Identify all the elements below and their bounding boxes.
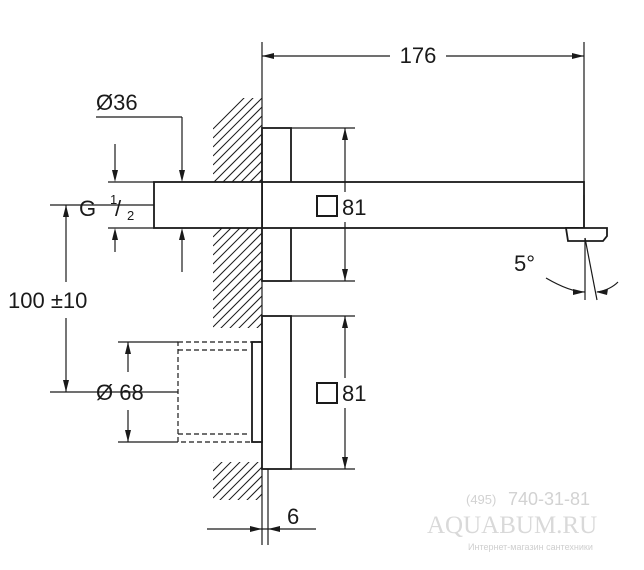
length-value: 176 [400, 43, 437, 68]
hatch-line [213, 457, 262, 500]
hatch-line [213, 259, 262, 310]
watermark-subtitle: Интернет-магазин сантехники [468, 542, 593, 552]
dimension-centre-distance: 100 ±10 [8, 204, 178, 393]
handle-lever [251, 341, 263, 443]
aerator [564, 227, 608, 242]
hatch-line [213, 530, 262, 570]
watermark-brand: AQUABUM.RU [427, 512, 597, 539]
watermark: (495) 740-31-81 AQUABUM.RU Интернет-мага… [427, 489, 597, 552]
hatch-line [213, 250, 262, 301]
hatch-line [213, 98, 262, 139]
watermark-phone-number: 740-31-81 [508, 489, 590, 509]
thread-denominator: 2 [127, 208, 134, 223]
hatch-line [213, 466, 262, 500]
hatch-line [213, 277, 262, 328]
inwall-pipe [153, 181, 263, 229]
pipe-diameter-label: Ø36 [96, 90, 138, 115]
spout-body [261, 181, 585, 229]
hatch-line [213, 98, 262, 130]
inwall-body-dashed [177, 341, 261, 443]
hatch-line [213, 268, 262, 319]
hatch-line [213, 223, 262, 274]
hatch-line [213, 286, 262, 337]
wall-hatching [213, 98, 262, 570]
hatch-line [213, 133, 262, 184]
dimension-overall-length: 176 [262, 42, 585, 182]
thickness-value: 6 [287, 504, 299, 529]
hatch-line [213, 439, 262, 490]
angle-value: 5° [514, 251, 535, 276]
handle-plate-value: 81 [342, 381, 366, 406]
dimension-thread: G 1 / 2 [79, 144, 154, 252]
hatch-line [213, 106, 262, 157]
hatch-line [213, 124, 262, 175]
handle-escutcheon-plate [261, 315, 292, 470]
hatch-line [213, 295, 262, 346]
hatch-line [213, 512, 262, 561]
hatch-line [213, 98, 262, 148]
hatch-line [213, 241, 262, 292]
hatch-line [213, 484, 262, 500]
hatch-line [213, 493, 262, 500]
body-diameter-label: Ø 68 [96, 380, 144, 405]
distance-value: 100 ±10 [8, 288, 87, 313]
spout-plate-value: 81 [342, 195, 366, 220]
hatch-line [213, 475, 262, 500]
hatch-line [213, 539, 262, 570]
hatch-line [213, 232, 262, 283]
dimension-body-diameter: Ø 68 [96, 341, 178, 443]
hatch-line [213, 115, 262, 166]
dimension-handle-plate: 81 [291, 315, 377, 470]
svg-text:/: / [115, 196, 122, 221]
dimension-spout-plate: 81 [291, 127, 377, 282]
dimension-angle: 5° [514, 237, 619, 301]
watermark-phone-code: (495) [466, 492, 496, 507]
dimension-plate-thickness: 6 [207, 469, 316, 545]
thread-numerator: 1 [110, 192, 117, 207]
hatch-line [213, 448, 262, 499]
dimension-pipe-diameter: Ø36 [96, 90, 185, 272]
thread-prefix: G [79, 196, 96, 221]
